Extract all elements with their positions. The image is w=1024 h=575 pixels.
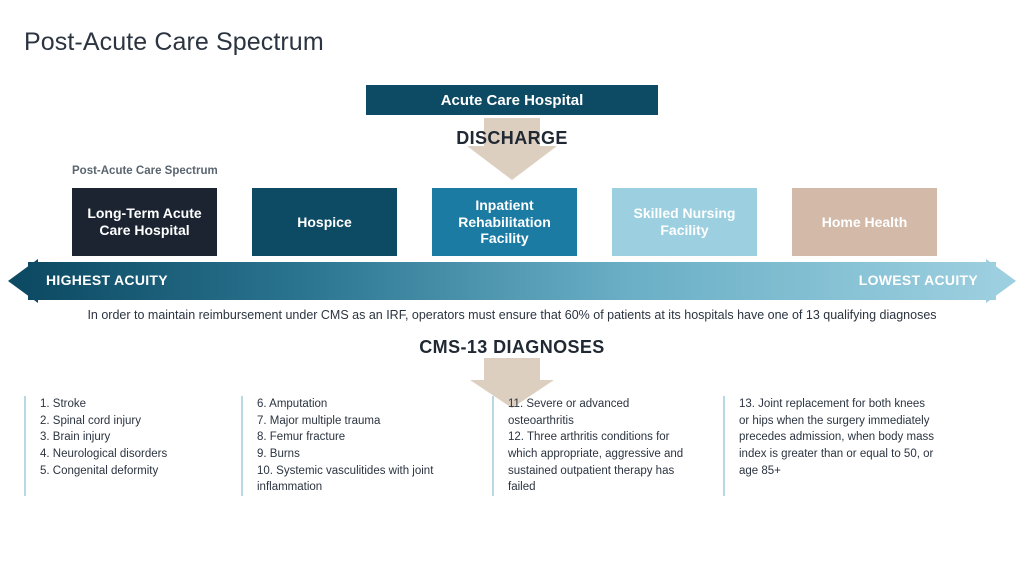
- diagnosis-item: 4. Neurological disorders: [40, 448, 168, 461]
- diagnosis-item: 6. Amputation: [257, 398, 328, 410]
- diagnosis-item: 11. Severe or advanced osteoarthritis: [508, 398, 630, 427]
- diagnoses-column: 11. Severe or advanced osteoarthritis 12.…: [492, 396, 697, 496]
- diagnosis-item: 2. Spinal cord injury: [40, 414, 141, 427]
- facility-label: Long-Term Acute Care Hospital: [87, 205, 202, 238]
- page-title: Post-Acute Care Spectrum: [24, 28, 324, 56]
- arrow-shaft: [484, 358, 540, 381]
- facility-box-home-health[interactable]: Home Health: [792, 188, 937, 256]
- diagnosis-item: 8. Femur fracture: [257, 431, 346, 444]
- diagnoses-column: 13. Joint replacement for both knees or …: [723, 396, 938, 496]
- acute-care-hospital-label: Acute Care Hospital: [440, 91, 584, 109]
- diagnoses-column: 6. Amputation 7. Major multiple trauma 8. …: [241, 396, 466, 496]
- spectrum-caption: Post-Acute Care Spectrum: [72, 165, 218, 177]
- facility-label: Home Health: [821, 213, 908, 230]
- diagnosis-item: 13. Joint replacement for both knees or …: [739, 398, 934, 477]
- acuity-gradient-bar: [28, 262, 996, 300]
- cms-13-heading: CMS-13 DIAGNOSES: [419, 337, 605, 357]
- facility-boxes-row: Long-Term Acute Care Hospital Hospice In…: [0, 188, 1024, 256]
- diagnosis-item: 7. Major multiple trauma: [257, 414, 381, 427]
- facility-box-snf[interactable]: Skilled Nursing Facility: [612, 188, 757, 256]
- discharge-label: DISCHARGE: [456, 128, 568, 148]
- facility-label: Skilled Nursing Facility: [633, 205, 736, 238]
- facility-box-hospice[interactable]: Hospice: [252, 188, 397, 256]
- discharge-down-arrow-icon: [462, 118, 562, 180]
- diagnosis-item: 10. Systemic vasculitides with joint inf…: [257, 464, 434, 494]
- highest-acuity-label: HIGHEST ACUITY: [46, 272, 168, 288]
- facility-label: Inpatient Rehabilitation Facility: [458, 197, 551, 247]
- facility-box-ltach[interactable]: Long-Term Acute Care Hospital: [72, 188, 217, 256]
- arrow-head: [467, 146, 557, 180]
- acuity-spectrum-arrow: HIGHEST ACUITY LOWEST ACUITY: [0, 259, 1024, 303]
- lowest-acuity-label: LOWEST ACUITY: [858, 272, 978, 288]
- diagnoses-columns: 1. Stroke 2. Spinal cord injury 3. Brain i…: [0, 396, 1024, 506]
- cms-down-arrow-icon: [462, 358, 562, 408]
- diagnosis-item: 3. Brain injury: [40, 431, 111, 444]
- facility-label: Hospice: [297, 213, 352, 230]
- acute-care-hospital-box: Acute Care Hospital: [366, 85, 658, 115]
- diagnosis-item: 5. Congenital deformity: [40, 464, 159, 477]
- diagnosis-item: 9. Burns: [257, 448, 300, 461]
- cms-reimbursement-note: In order to maintain reimbursement under…: [87, 308, 937, 322]
- arrow-head: [470, 380, 554, 408]
- diagnosis-item: 12. Three arthritis conditions for which…: [508, 431, 684, 494]
- diagnoses-column: 1. Stroke 2. Spinal cord injury 3. Brain i…: [24, 396, 239, 496]
- diagnosis-item: 1. Stroke: [40, 398, 87, 410]
- facility-box-irf[interactable]: Inpatient Rehabilitation Facility: [432, 188, 577, 256]
